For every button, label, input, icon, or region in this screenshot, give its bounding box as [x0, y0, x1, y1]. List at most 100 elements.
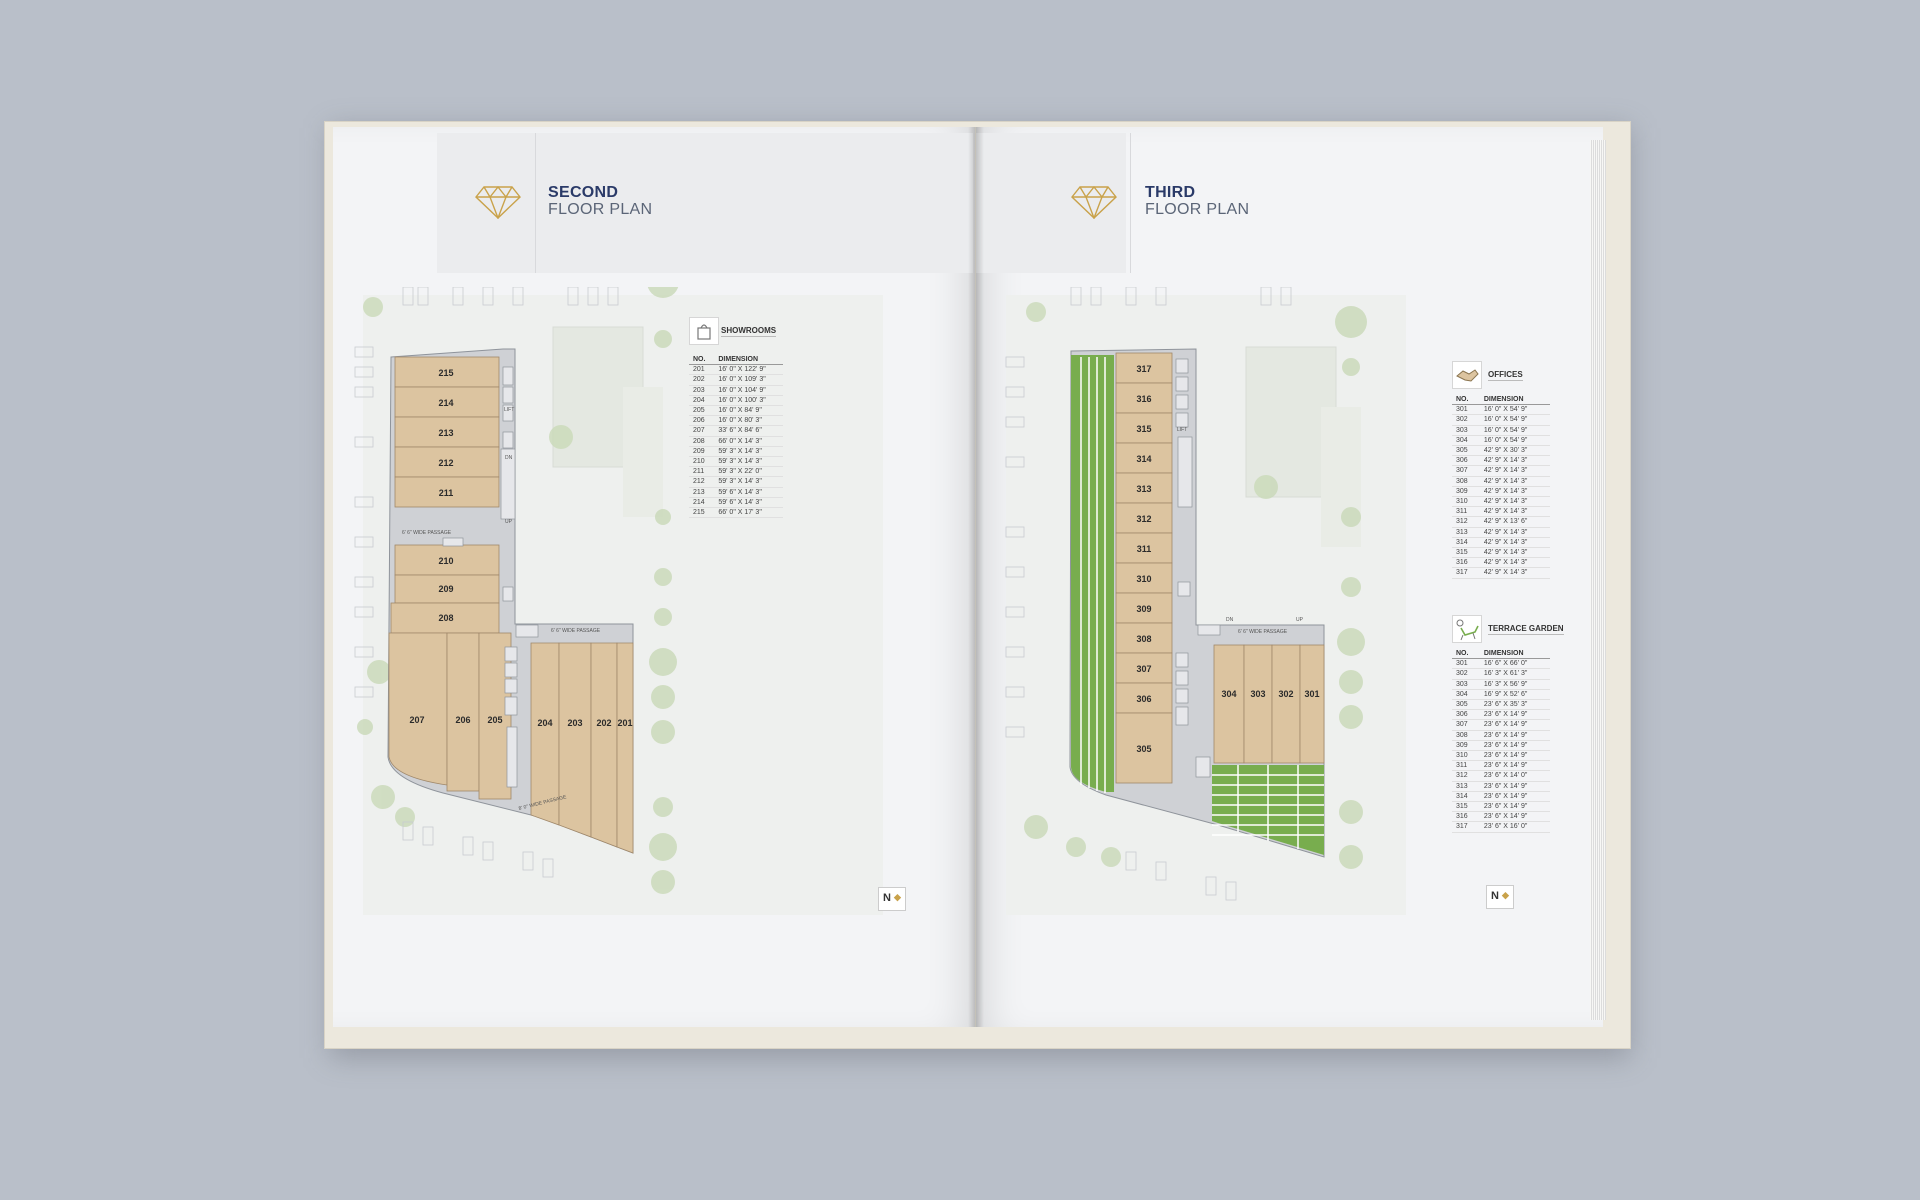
- unit-306: 306: [1136, 694, 1151, 704]
- cell-no: 214: [689, 497, 715, 509]
- cell-dimension: 16' 0" X 104' 9": [714, 385, 783, 396]
- cell-dimension: 33' 6" X 84' 6": [714, 425, 783, 437]
- cell-no: 309: [1452, 486, 1480, 498]
- cell-dimension: 16' 0" X 54' 9": [1479, 435, 1550, 447]
- cell-dimension: 23' 6" X 14' 9": [1479, 730, 1550, 741]
- north-diamond-icon: ◆: [894, 892, 901, 902]
- unit-211: 211: [439, 488, 454, 498]
- unit-203: 203: [567, 718, 582, 728]
- page-edges: [1590, 140, 1606, 1020]
- cell-dimension: 16' 3" X 56' 9": [1479, 679, 1550, 690]
- cell-dimension: 42' 9" X 14' 3": [1479, 527, 1550, 538]
- north-indicator: N ◆: [878, 887, 906, 911]
- unit-204: 204: [537, 718, 552, 728]
- cell-no: 306: [1452, 455, 1480, 467]
- unit-208: 208: [438, 613, 453, 623]
- cell-dimension: 16' 0" X 100' 3": [714, 395, 783, 407]
- cell-dimension: 16' 9" X 52' 6": [1479, 689, 1550, 701]
- up-label: UP: [505, 519, 513, 525]
- cell-no: 303: [1452, 425, 1480, 436]
- cell-dimension: 42' 9" X 30' 3": [1479, 445, 1550, 457]
- cell-dimension: 59' 6" X 14' 3": [714, 497, 783, 509]
- unit-316: 316: [1136, 394, 1151, 404]
- col-dimension: DIMENSION: [714, 355, 783, 366]
- unit-213: 213: [438, 428, 453, 438]
- cell-no: 308: [1452, 730, 1480, 741]
- cell-no: 208: [689, 436, 715, 447]
- unit-311: 311: [1137, 544, 1152, 554]
- dn-label: DN: [505, 455, 513, 461]
- cell-no: 304: [1452, 689, 1480, 701]
- cell-no: 309: [1452, 740, 1480, 752]
- cell-no: 210: [689, 456, 715, 468]
- cell-no: 313: [1452, 527, 1480, 538]
- diamond-logo-icon: [475, 185, 521, 219]
- cell-no: 311: [1452, 760, 1480, 772]
- cell-no: 314: [1452, 537, 1480, 549]
- cell-dimension: 16' 0" X 122' 9": [714, 364, 783, 376]
- cell-no: 305: [1452, 699, 1480, 711]
- left-page: SECOND FLOOR PLAN: [333, 127, 975, 1027]
- unit-209: 209: [438, 584, 453, 594]
- cell-no: 313: [1452, 781, 1480, 792]
- cell-no: 312: [1452, 770, 1480, 782]
- cell-no: 302: [1452, 414, 1480, 426]
- legend-category: SHOWROOMS: [721, 326, 777, 337]
- unit-202: 202: [596, 718, 611, 728]
- cell-dimension: 23' 6" X 14' 9": [1479, 801, 1550, 813]
- cell-no: 201: [689, 364, 715, 376]
- unit-207: 207: [409, 715, 424, 725]
- col-no: NO.: [1452, 395, 1480, 406]
- unit-307: 307: [1136, 664, 1151, 674]
- unit-315: 315: [1136, 424, 1151, 434]
- cell-dimension: 42' 9" X 14' 3": [1479, 476, 1550, 487]
- cell-no: 315: [1452, 547, 1480, 559]
- unit-312: 312: [1136, 514, 1151, 524]
- col-dimension: DIMENSION: [1479, 395, 1550, 406]
- handshake-icon: [1452, 361, 1482, 389]
- cell-dimension: 16' 0" X 54' 9": [1479, 425, 1550, 436]
- cell-dimension: 66' 0" X 14' 3": [714, 436, 783, 447]
- cell-no: 206: [689, 415, 715, 427]
- unit-303: 303: [1250, 689, 1265, 699]
- cell-dimension: 42' 9" X 14' 3": [1479, 547, 1550, 559]
- unit-317: 317: [1136, 364, 1151, 374]
- unit-201: 201: [617, 718, 632, 728]
- cell-dimension: 42' 9" X 14' 3": [1479, 537, 1550, 549]
- cell-no: 310: [1452, 496, 1480, 508]
- cell-no: 316: [1452, 811, 1480, 823]
- cell-dimension: 16' 3" X 61' 3": [1479, 668, 1550, 680]
- cell-no: 213: [689, 487, 715, 498]
- cell-dimension: 59' 3" X 22' 0": [714, 466, 783, 478]
- passage-label: 6' 6" WIDE PASSAGE: [1238, 629, 1288, 635]
- col-no: NO.: [1452, 649, 1480, 660]
- cell-no: 205: [689, 405, 715, 417]
- cell-no: 307: [1452, 719, 1480, 731]
- passage-label-a: 6' 6" WIDE PASSAGE: [402, 530, 452, 536]
- unit-313: 313: [1136, 484, 1151, 494]
- cell-dimension: 23' 6" X 14' 9": [1479, 760, 1550, 772]
- book-gutter: [968, 127, 984, 1027]
- up-label: UP: [1296, 617, 1304, 623]
- diamond-logo-icon: [1071, 185, 1117, 219]
- cell-no: 301: [1452, 658, 1480, 670]
